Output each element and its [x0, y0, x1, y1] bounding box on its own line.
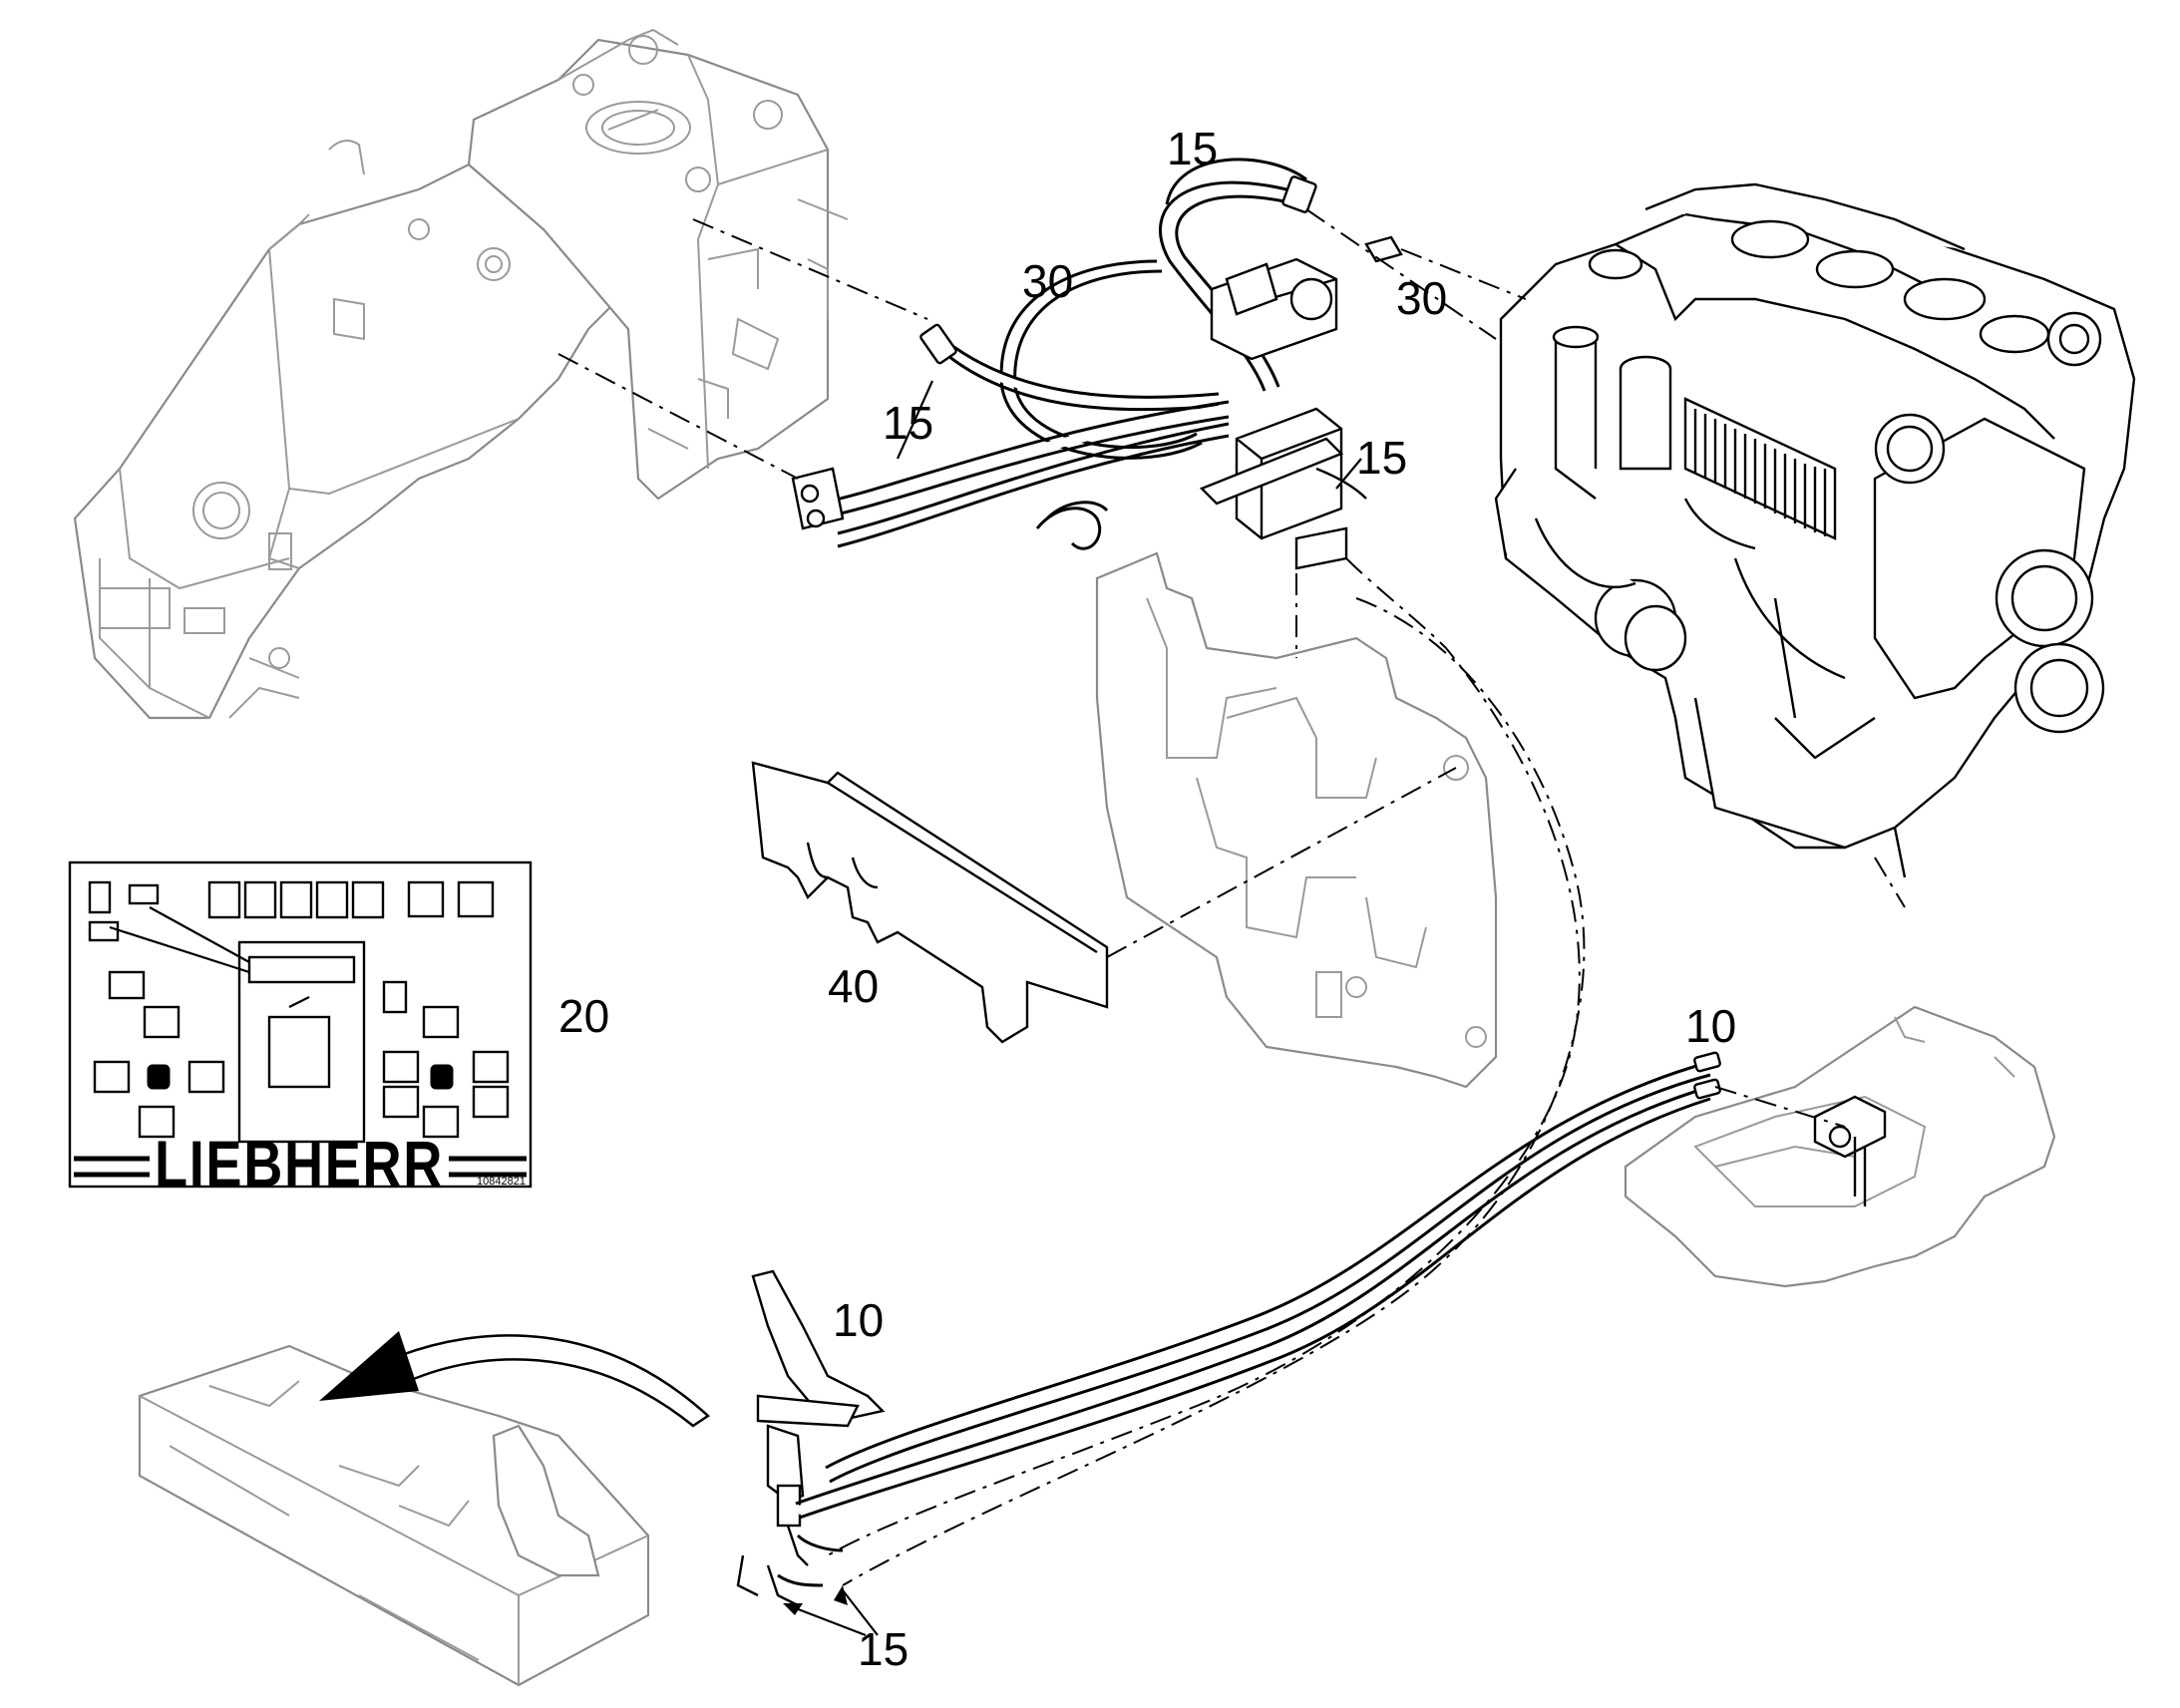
decal-brand-text: LIEBHERR — [155, 1127, 444, 1200]
callout-label: 10 — [833, 1294, 884, 1346]
hydraulic-hoses-top — [791, 158, 1403, 570]
callout-label: 20 — [558, 990, 609, 1042]
decal-top-icons — [88, 880, 495, 942]
direction-arrow — [319, 1331, 711, 1428]
callout-label: 30 — [1396, 272, 1447, 324]
cover-plate — [751, 761, 1109, 1044]
control-decal: LIEBHERR 10842821 — [68, 860, 533, 1200]
callout-label: 40 — [828, 960, 879, 1012]
assembly-reference-lines — [557, 208, 1906, 1586]
decal-left-joystick — [93, 970, 225, 1139]
decal-code-text: 10842821 — [477, 1176, 526, 1188]
engine-hood-assembly — [73, 140, 620, 720]
tank-assembly — [467, 28, 849, 501]
callout-label: 15 — [1167, 123, 1218, 174]
mounting-plate — [1095, 551, 1498, 1089]
accelerator-pedal — [736, 1269, 886, 1607]
floor-panel — [138, 1344, 650, 1687]
callout-label: 10 — [1685, 1000, 1736, 1052]
hydraulic-hoses-lower — [777, 1051, 1721, 1587]
callout-label: 15 — [858, 1623, 908, 1675]
pedal-floor-plate — [1624, 1005, 2056, 1288]
callout-label: 30 — [1022, 255, 1073, 307]
callout-leaders — [783, 380, 1362, 1637]
decal-right-joystick — [382, 980, 510, 1139]
callout-label: 15 — [883, 397, 933, 449]
callout-label: 15 — [1356, 432, 1407, 484]
diesel-engine — [1494, 182, 2136, 878]
